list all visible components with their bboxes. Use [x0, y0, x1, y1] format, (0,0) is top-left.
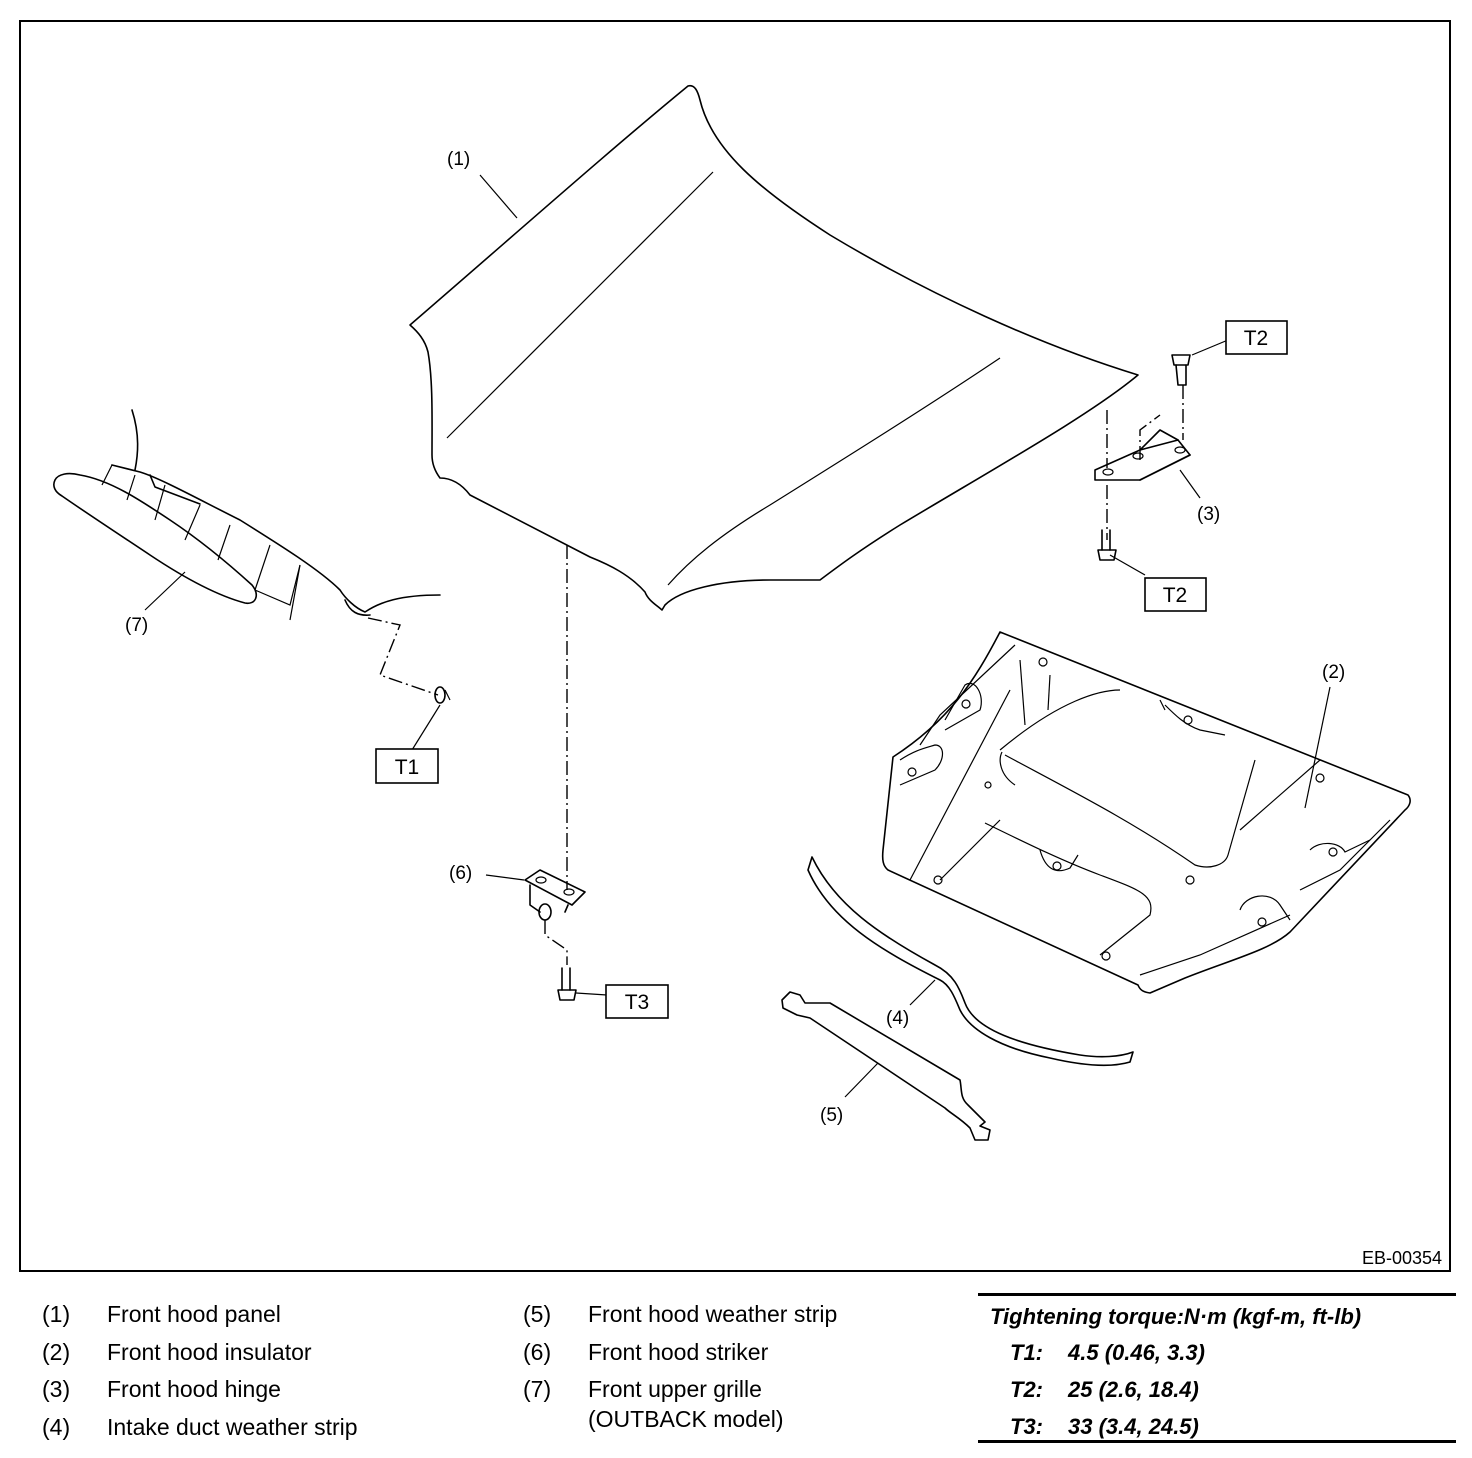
legend-number: (2)	[42, 1338, 71, 1365]
legend-number	[523, 1401, 588, 1439]
callout-1: (1)	[447, 149, 470, 170]
torque-tag-t3: T3	[605, 984, 669, 1019]
front-hood-weather-strip	[781, 991, 991, 1141]
torque-value: 33 (3.4, 24.5)	[1068, 1414, 1199, 1439]
legend-text: Intake duct weather strip	[107, 1413, 358, 1440]
torque-row: T2: 25 (2.6, 18.4)	[1010, 1377, 1199, 1403]
torque-table: Tightening torque:N·m (kgf-m, ft-lb) T1:…	[978, 1293, 1456, 1443]
callout-4: (4)	[886, 1008, 909, 1029]
torque-tag-t2-upper-text: T2	[1244, 327, 1269, 350]
legend-number: (6)	[523, 1338, 552, 1365]
figure-id: EB-00354	[1361, 1248, 1442, 1268]
front-hood-insulator	[881, 631, 1411, 994]
legend-text: Front hood striker	[588, 1338, 769, 1365]
legend-item: (7) Front upper grille	[523, 1371, 837, 1409]
torque-value: 25 (2.6, 18.4)	[1068, 1377, 1199, 1402]
legend-number: (5)	[523, 1301, 552, 1327]
legend-item: (6) Front hood striker	[523, 1334, 837, 1372]
legend-number: (3)	[42, 1376, 71, 1402]
legend-left: (1) Front hood panel (2) Front hood insula…	[42, 1296, 358, 1446]
leader-lines	[144, 174, 1331, 1098]
callout-2: (2)	[1322, 662, 1345, 683]
legend-text: Front hood panel	[107, 1301, 281, 1327]
legend-middle: (5) Front hood weather strip (6) Front hoo…	[523, 1296, 837, 1438]
legend-item: (5) Front hood weather strip	[523, 1296, 837, 1334]
front-hood-striker	[524, 545, 586, 1001]
torque-tag-t2-lower: T2	[1144, 577, 1207, 612]
legend-item: (3) Front hood hinge	[42, 1371, 358, 1409]
legend-number: (7)	[523, 1376, 552, 1402]
callout-5: (5)	[820, 1105, 843, 1126]
callout-6: (6)	[449, 863, 472, 884]
legend-text: (OUTBACK model)	[588, 1405, 784, 1432]
legend-number: (4)	[42, 1413, 71, 1440]
legend-item: (1) Front hood panel	[42, 1296, 358, 1334]
torque-title: Tightening torque:N·m (kgf-m, ft-lb)	[990, 1304, 1362, 1329]
torque-key: T3:	[1010, 1414, 1043, 1439]
legend-item: (2) Front hood insulator	[42, 1334, 358, 1372]
legend-item: (4) Intake duct weather strip	[42, 1409, 358, 1447]
callout-7: (7)	[125, 615, 148, 636]
torque-tag-t2-upper: T2	[1225, 320, 1288, 355]
torque-row: T3: 33 (3.4, 24.5)	[1010, 1414, 1199, 1440]
legend-text: Front hood insulator	[107, 1338, 312, 1365]
legend-text: Front upper grille	[588, 1376, 762, 1402]
legend-number: (1)	[42, 1301, 71, 1327]
exploded-diagram: (1) (2) (3) (4) (5) (6) (7) T1 T2 T2 T3	[53, 84, 1411, 1141]
diagram-frame	[19, 20, 1451, 1272]
torque-key: T2:	[1010, 1377, 1043, 1402]
torque-tag-t1: T1	[375, 748, 439, 784]
torque-key: T1:	[1010, 1340, 1043, 1365]
front-hood-panel	[409, 84, 1139, 611]
torque-tag-t1-text: T1	[395, 756, 420, 779]
torque-value: 4.5 (0.46, 3.3)	[1068, 1340, 1205, 1365]
torque-tag-t2-lower-text: T2	[1163, 584, 1188, 607]
legend-item: (OUTBACK model)	[523, 1401, 837, 1439]
torque-tag-t3-text: T3	[625, 991, 650, 1014]
callout-3: (3)	[1197, 504, 1220, 525]
front-hood-hinge	[1094, 354, 1191, 561]
intake-duct-weather-strip	[807, 856, 1134, 1066]
legend-text: Front hood weather strip	[588, 1301, 838, 1327]
front-upper-grille	[53, 409, 451, 704]
torque-row: T1: 4.5 (0.46, 3.3)	[1010, 1340, 1205, 1366]
legend-text: Front hood hinge	[107, 1376, 281, 1402]
